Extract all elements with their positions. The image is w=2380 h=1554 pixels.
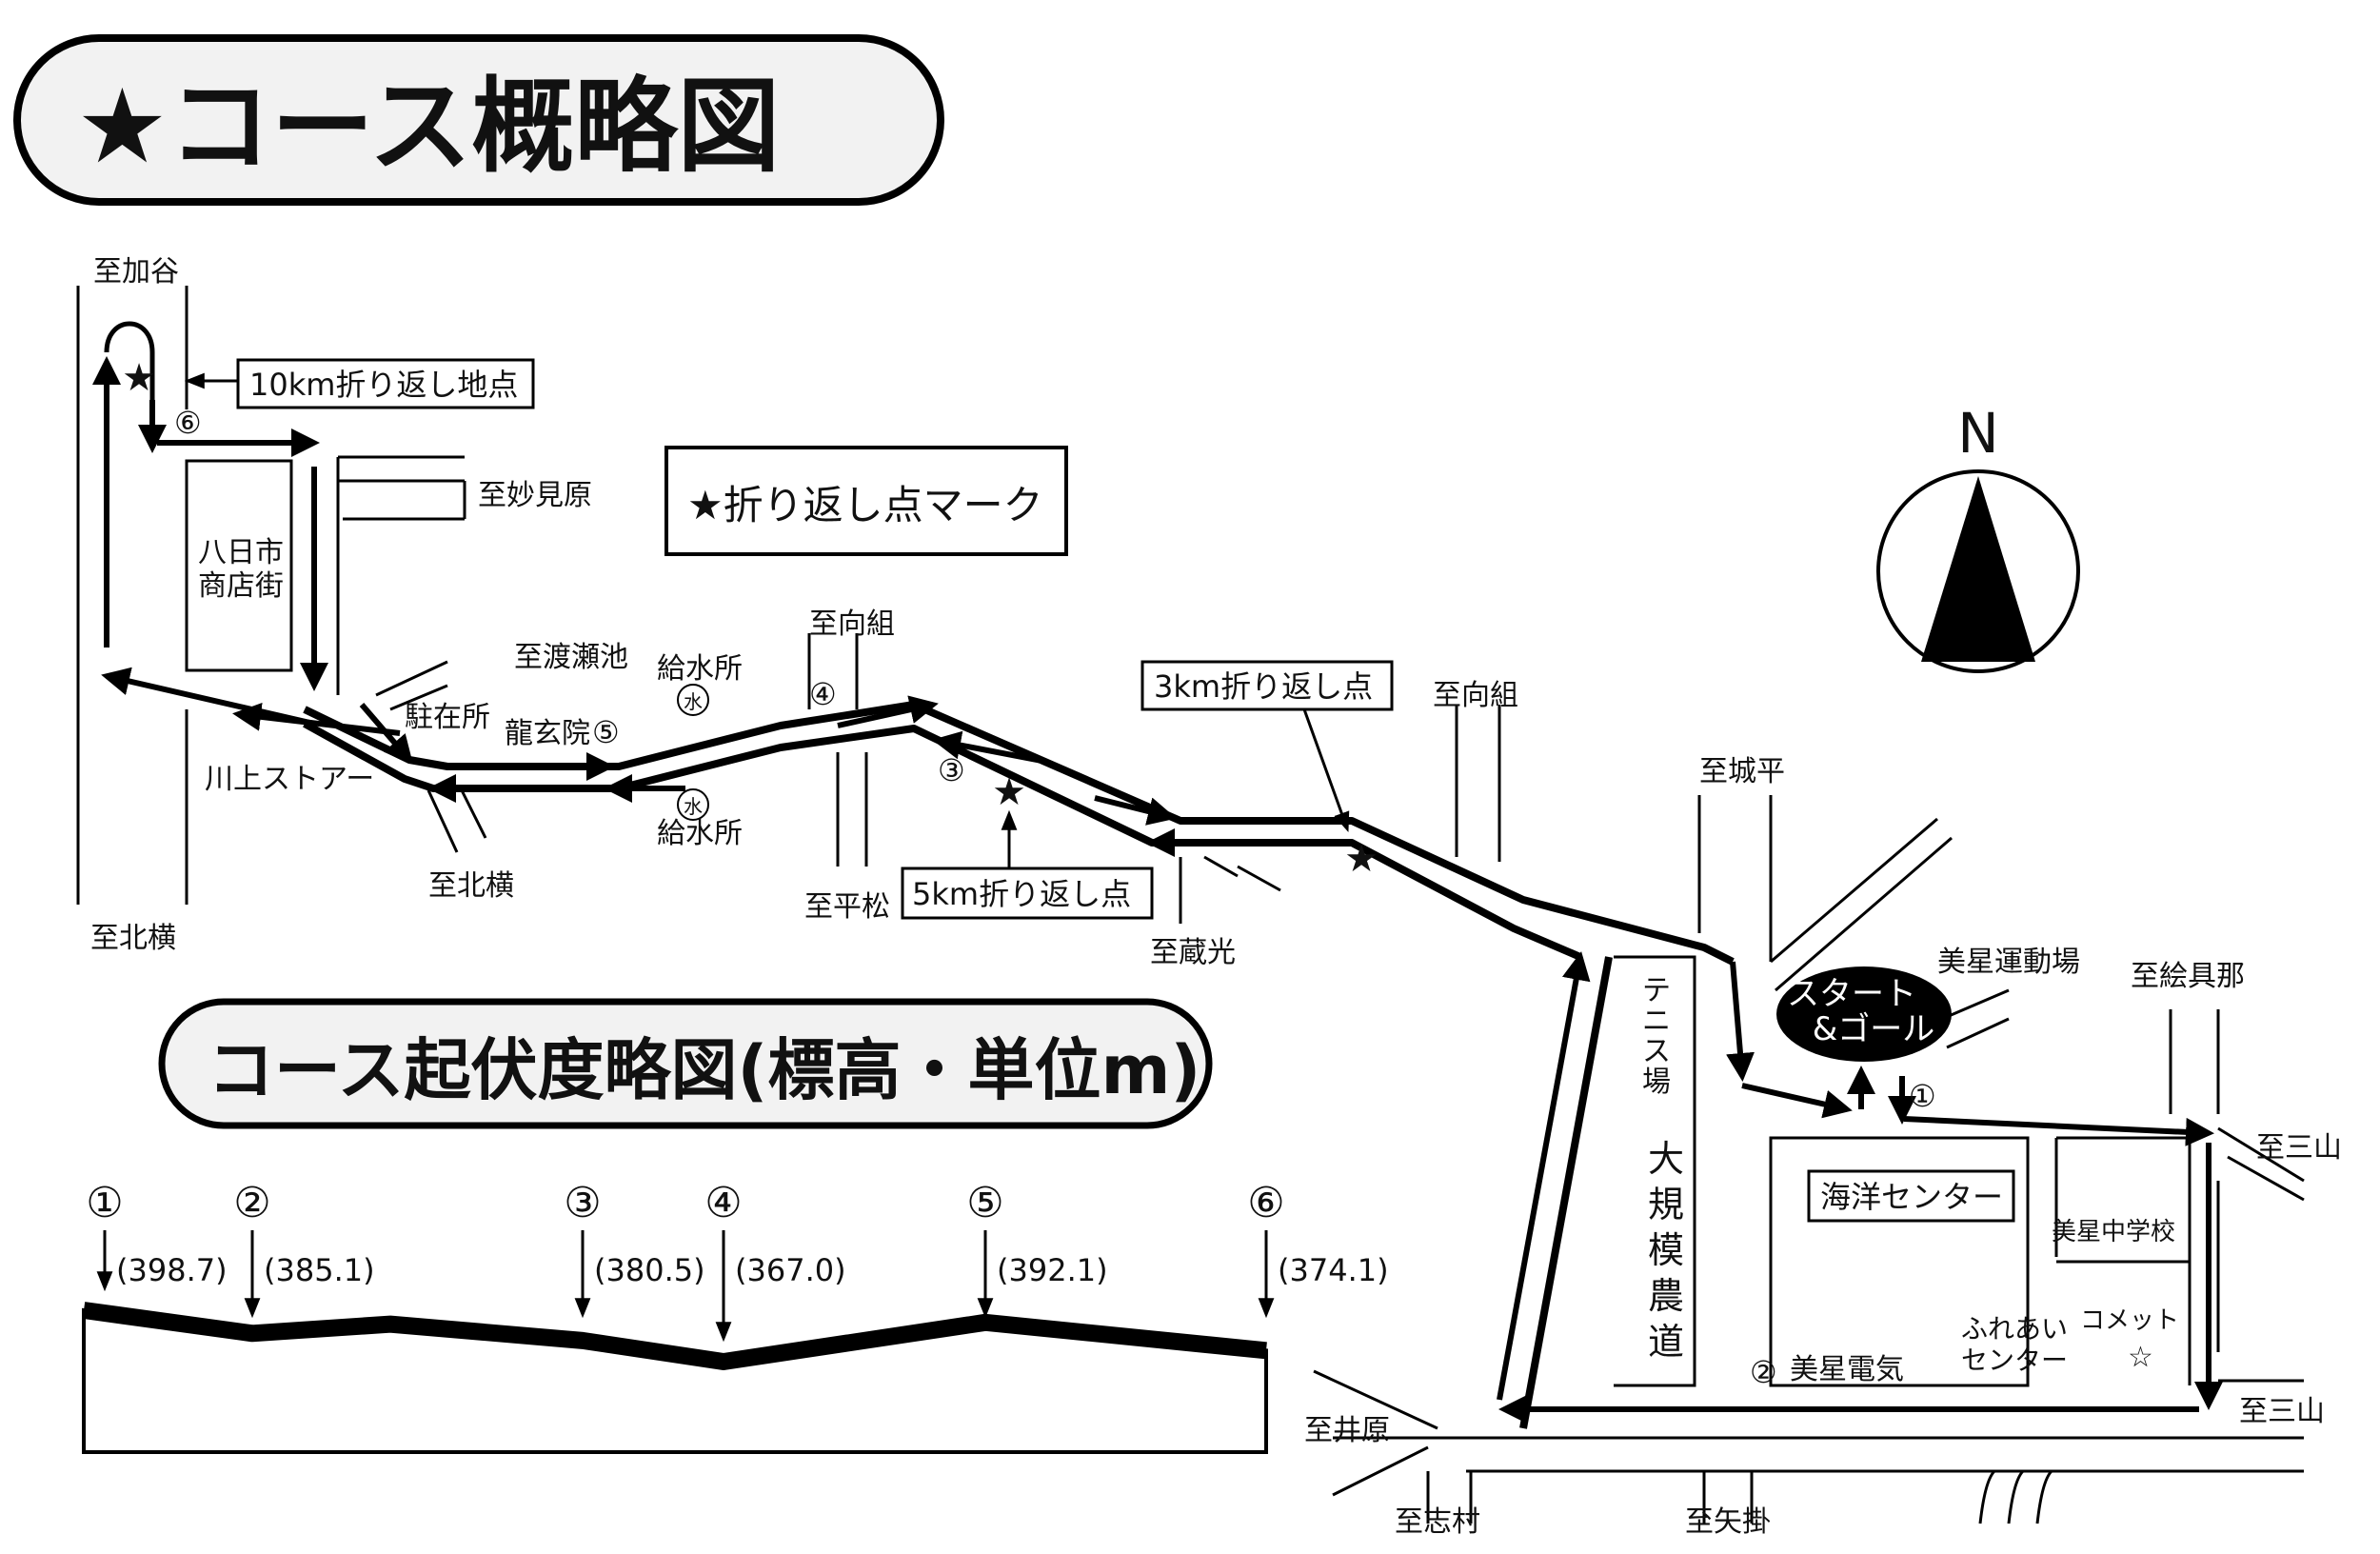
label-kuramitsu: 至蔵光 bbox=[1150, 936, 1236, 969]
course-route bbox=[92, 321, 2223, 1429]
label-fureai-1: ふれあい bbox=[1961, 1313, 2068, 1345]
label-kitayoko-1: 至北横 bbox=[428, 869, 514, 903]
star-10km: ★ bbox=[122, 356, 156, 400]
label-myokenbara: 至妙見原 bbox=[478, 479, 592, 512]
label-hiramatsu: 至平松 bbox=[804, 890, 890, 924]
kaiyo-center-text: 海洋センター bbox=[1820, 1179, 2003, 1215]
label-yokaichi-2: 商店街 bbox=[198, 569, 284, 603]
start-goal-line2: &ゴール bbox=[1813, 1010, 1935, 1048]
cp6-map: ⑥ bbox=[174, 405, 202, 441]
north-compass: N bbox=[1876, 401, 2080, 673]
cp3-map: ③ bbox=[938, 752, 965, 788]
elevation-checkpoint-mark: ④ bbox=[704, 1179, 742, 1227]
roads bbox=[76, 286, 2305, 1524]
elevation-value-label: (380.5) bbox=[594, 1252, 705, 1288]
label-johei: 至城平 bbox=[1699, 755, 1785, 788]
comet-star-icon: ☆ bbox=[2128, 1341, 2153, 1374]
callout-5km: 5km折り返し点 bbox=[901, 809, 1154, 920]
elevation-profile: ① (398.7)② (385.1) ③ (380.5) ④ (367.0) ⑤ (392.1)… bbox=[82, 1179, 1389, 1454]
elevation-line bbox=[82, 1302, 1267, 1370]
north-label: N bbox=[1957, 401, 1998, 466]
star-3km: ★ bbox=[1344, 837, 1378, 881]
map-checkpoints: ⑥ ⑤ ④ ③ ② ① bbox=[174, 405, 1936, 1390]
label-fureai-2: センター bbox=[1961, 1345, 2068, 1376]
label-bisei-denki: 美星電気 bbox=[1790, 1353, 1904, 1386]
label-ihara: 至井原 bbox=[1304, 1414, 1390, 1447]
label-ryugenin: 龍玄院 bbox=[505, 717, 590, 750]
elevation-value-label: (392.1) bbox=[997, 1252, 1108, 1288]
start-goal-marker: スタート &ゴール bbox=[1776, 966, 1952, 1062]
cp1-map: ① bbox=[1909, 1078, 1936, 1114]
label-sanzan-1: 至三山 bbox=[2256, 1131, 2342, 1165]
label-sanzan-2: 至三山 bbox=[2239, 1395, 2325, 1428]
cp2-map: ② bbox=[1750, 1354, 1777, 1390]
callout-5km-text: 5km折り返し点 bbox=[912, 876, 1131, 912]
elevation-checkpoint-mark: ① bbox=[86, 1179, 123, 1227]
callout-10km: 10km折り返し地点 bbox=[184, 358, 535, 409]
place-labels: 至加谷 至妙見原 八日市 商店街 至渡瀬池 至向組 給水所 給水所 駐在所 龍玄… bbox=[90, 255, 2342, 1539]
label-kitayoko-2: 至北横 bbox=[90, 922, 176, 955]
callout-3km-text: 3km折り返し点 bbox=[1154, 668, 1373, 705]
water-stations: 水 水 bbox=[677, 684, 709, 821]
label-kawakami: 川上ストアー bbox=[205, 763, 374, 796]
elevation-value-label: (398.7) bbox=[116, 1252, 228, 1288]
label-watarise: 至渡瀬池 bbox=[514, 641, 628, 674]
legend-box: ★折り返し点マーク bbox=[664, 446, 1068, 556]
vertical-labels: テニス場 大規模農道 bbox=[1642, 974, 1684, 1363]
elevation-value-label: (374.1) bbox=[1278, 1252, 1389, 1288]
label-yokaichi-1: 八日市 bbox=[198, 536, 284, 569]
star-5km: ★ bbox=[992, 770, 1026, 814]
page-title: ★コース概略図 bbox=[76, 68, 780, 187]
callout-3km: 3km折り返し点 bbox=[1140, 660, 1394, 832]
subtitle-banner: コース起伏度略図(標高・単位m) bbox=[158, 998, 1213, 1129]
label-nodo: 大規模農道 bbox=[1648, 1138, 1684, 1363]
label-kaya: 至加谷 bbox=[93, 255, 179, 289]
kaiyo-center-box: 海洋センター bbox=[1807, 1169, 2015, 1223]
water-icon-1: 水 bbox=[684, 690, 703, 713]
elevation-checkpoint-mark: ③ bbox=[564, 1179, 601, 1227]
callout-10km-text: 10km折り返し地点 bbox=[249, 367, 518, 403]
label-egura: 至絵具那 bbox=[2131, 960, 2245, 993]
cp5-map: ⑤ bbox=[592, 714, 620, 750]
start-goal-line1: スタート bbox=[1787, 975, 1916, 1013]
turnaround-stars: ★ ★ ★ bbox=[122, 356, 1378, 881]
label-chuzaisho: 駐在所 bbox=[405, 701, 490, 734]
elevation-checkpoint-mark: ② bbox=[233, 1179, 270, 1227]
elevation-checkpoint-mark: ⑥ bbox=[1247, 1179, 1284, 1227]
label-comet: コメット bbox=[2080, 1306, 2179, 1335]
label-shimura: 至志村 bbox=[1395, 1505, 1480, 1539]
label-bisei-undojo: 美星運動場 bbox=[1937, 946, 2080, 979]
title-banner: ★コース概略図 bbox=[13, 34, 944, 206]
label-mukaigumi-1: 至向組 bbox=[809, 608, 895, 641]
label-mukaigumi-2: 至向組 bbox=[1433, 679, 1518, 712]
elevation-checkpoint-mark: ⑤ bbox=[966, 1179, 1003, 1227]
cp4-map: ④ bbox=[809, 676, 837, 712]
label-tennis: テニス場 bbox=[1642, 974, 1671, 1099]
label-kyusuijo-2: 給水所 bbox=[657, 817, 743, 850]
label-kyusuijo-1: 給水所 bbox=[657, 652, 743, 686]
legend-text: ★折り返し点マーク bbox=[687, 482, 1043, 528]
elevation-title: コース起伏度略図(標高・単位m) bbox=[208, 1031, 1200, 1109]
elevation-value-label: (367.0) bbox=[735, 1252, 846, 1288]
elevation-value-label: (385.1) bbox=[264, 1252, 375, 1288]
water-icon-2: 水 bbox=[684, 795, 703, 818]
label-yagake: 至矢掛 bbox=[1685, 1505, 1771, 1539]
label-bisei-chugakko: 美星中学校 bbox=[2052, 1218, 2175, 1246]
